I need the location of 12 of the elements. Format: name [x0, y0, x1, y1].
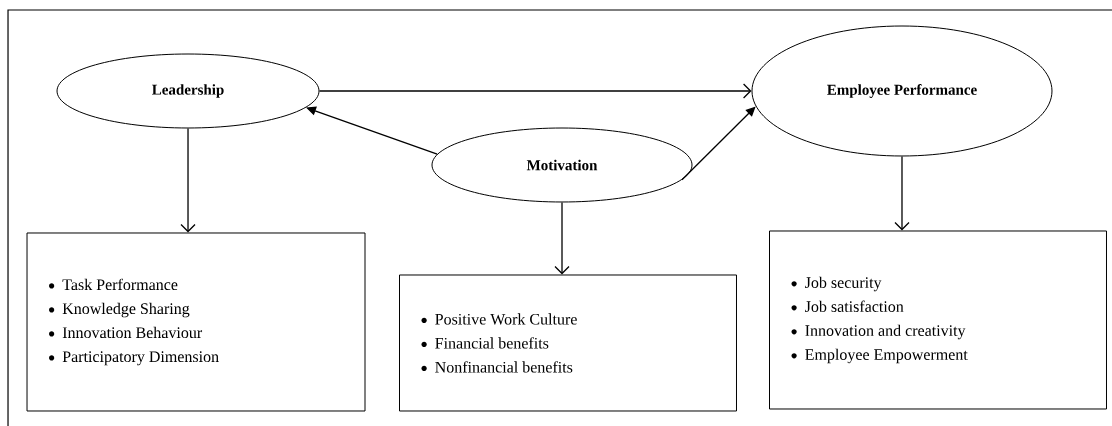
arrow — [554, 201, 570, 275]
arrow — [894, 155, 910, 231]
ellipse-node: Motivation — [431, 127, 693, 203]
arrow — [681, 106, 756, 181]
bullet-list-box: Positive Work Culture Financial benefits Nonfinancial benefits — [399, 274, 737, 412]
bullet-list-box: Task Performance Knowledge Sharing Innovation Behaviour Participatory Dimension — [26, 232, 366, 412]
arrow — [318, 83, 752, 99]
bullet-list-box: Job security Job satisfaction Innovation and creativity Employee Empowerment — [769, 230, 1107, 410]
ellipse-node: Employee Performance — [751, 25, 1053, 157]
ellipse-node: Leadership — [56, 53, 320, 129]
arrow — [180, 127, 196, 233]
arrow — [306, 106, 438, 155]
